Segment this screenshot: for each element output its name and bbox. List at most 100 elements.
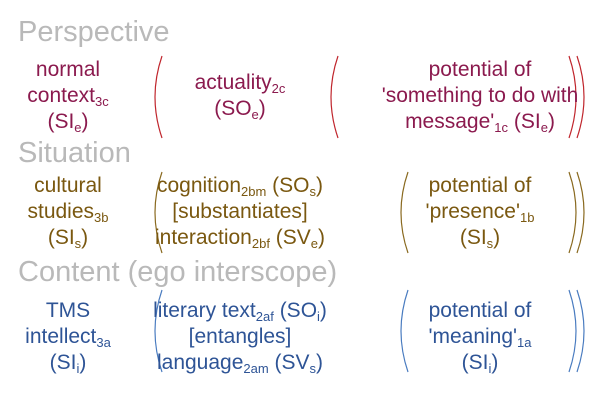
text: )	[316, 351, 324, 374]
heading-situation: Situation	[18, 137, 131, 169]
text: (SO	[214, 97, 252, 120]
left-parenthesis-icon	[400, 171, 409, 254]
cell-line: (SIe)	[27, 109, 108, 135]
subscript: e	[74, 120, 82, 135]
content-relation-cell: literary text2af (SOi)[entangles]languag…	[153, 298, 327, 376]
cell-line: actuality2c	[195, 70, 286, 96]
left-parenthesis-icon	[154, 55, 163, 139]
text: (SI	[47, 226, 75, 249]
cell-line: language2am (SVs)	[153, 350, 327, 376]
text: message'	[405, 110, 495, 133]
text: 'meaning'	[428, 325, 518, 348]
text: [entangles]	[188, 325, 292, 348]
cell-line: (SIi)	[25, 350, 111, 376]
text: 'presence'	[425, 200, 520, 223]
text: (SI	[47, 110, 75, 133]
text: cultural	[34, 174, 102, 197]
subscript: 2am	[243, 361, 269, 376]
cell-line: normal	[27, 57, 108, 83]
subscript: 2bf	[251, 236, 270, 251]
text: (SO	[266, 174, 310, 197]
cell-line: potential of	[426, 173, 535, 199]
text: )	[318, 226, 326, 249]
text: )	[81, 226, 89, 249]
text: (SV	[268, 351, 310, 374]
cell-line: (SOe)	[195, 96, 286, 122]
subscript: 2c	[271, 81, 286, 96]
cell-line: 'something to do with	[382, 83, 579, 109]
text: (SI	[461, 351, 489, 374]
cell-line: TMS	[25, 298, 111, 324]
subscript: 1a	[517, 335, 532, 350]
subscript: e	[310, 236, 319, 251]
subscript: 1c	[494, 120, 509, 135]
subscript: i	[317, 309, 320, 324]
text: literary text	[153, 299, 256, 322]
content-potential-cell: potential of'meaning'1a(SIi)	[428, 298, 531, 376]
text: potential of	[428, 174, 532, 197]
text: (SV	[269, 226, 311, 249]
heading-perspective: Perspective	[18, 16, 170, 48]
right-parenthesis-icon	[568, 55, 577, 139]
text: )	[81, 110, 89, 133]
text: interaction	[154, 226, 252, 249]
text: potential of	[428, 299, 532, 322]
text: TMS	[45, 299, 91, 322]
subscript: e	[251, 107, 259, 122]
text: actuality	[194, 71, 272, 94]
text: 'something to do with	[381, 84, 579, 107]
left-parenthesis-icon	[154, 171, 163, 254]
text: )	[491, 351, 499, 374]
right-parenthesis-icon	[576, 289, 585, 373]
perspective-relation-cell: actuality2c(SOe)	[195, 70, 286, 122]
cell-line: potential of	[428, 298, 532, 324]
right-parenthesis-icon	[576, 55, 585, 139]
text: )	[79, 351, 87, 374]
text: potential of	[428, 58, 532, 81]
text: studies	[27, 200, 95, 223]
cell-line: literary text2af (SOi)	[153, 298, 327, 324]
cell-line: (SIs)	[426, 225, 535, 251]
text: )	[493, 226, 501, 249]
text: cognition	[156, 174, 242, 197]
text: )	[547, 110, 555, 133]
cell-line: 'presence'1b	[426, 199, 535, 225]
cell-line: message'1c (SIe)	[382, 109, 579, 135]
subscript: i	[488, 361, 492, 376]
subscript: i	[76, 361, 80, 376]
cell-line: [entangles]	[153, 324, 327, 350]
text: )	[258, 97, 266, 120]
left-parenthesis-icon	[400, 289, 409, 373]
right-parenthesis-icon	[568, 289, 577, 373]
cell-line: cultural	[27, 173, 108, 199]
situation-potential-cell: potential of'presence'1b(SIs)	[426, 173, 535, 251]
text: intellect	[25, 325, 97, 348]
subscript: s	[309, 361, 317, 376]
text: (SO	[273, 299, 318, 322]
cell-line: 'meaning'1a	[428, 324, 531, 350]
text: (SI	[508, 110, 541, 133]
text: normal	[35, 58, 101, 81]
cell-line: potential of	[382, 57, 579, 83]
cell-line: studies3b	[27, 199, 108, 225]
text: (SI	[459, 226, 487, 249]
cell-line: intellect3a	[25, 324, 111, 350]
heading-content: Content (ego interscope)	[18, 256, 338, 288]
text: context	[27, 84, 95, 107]
subscript: 3b	[94, 210, 109, 225]
text: )	[316, 174, 324, 197]
cell-line: (SIi)	[428, 350, 531, 376]
right-parenthesis-icon	[576, 171, 585, 254]
subscript: 3a	[96, 335, 111, 350]
subscript: 1b	[519, 210, 535, 225]
subscript: s	[74, 236, 82, 251]
left-parenthesis-icon	[330, 55, 339, 139]
subscript: s	[486, 236, 494, 251]
cell-line: cognition2bm (SOs)	[155, 173, 325, 199]
subscript: 3c	[94, 94, 109, 109]
cell-line: (SIs)	[27, 225, 108, 251]
